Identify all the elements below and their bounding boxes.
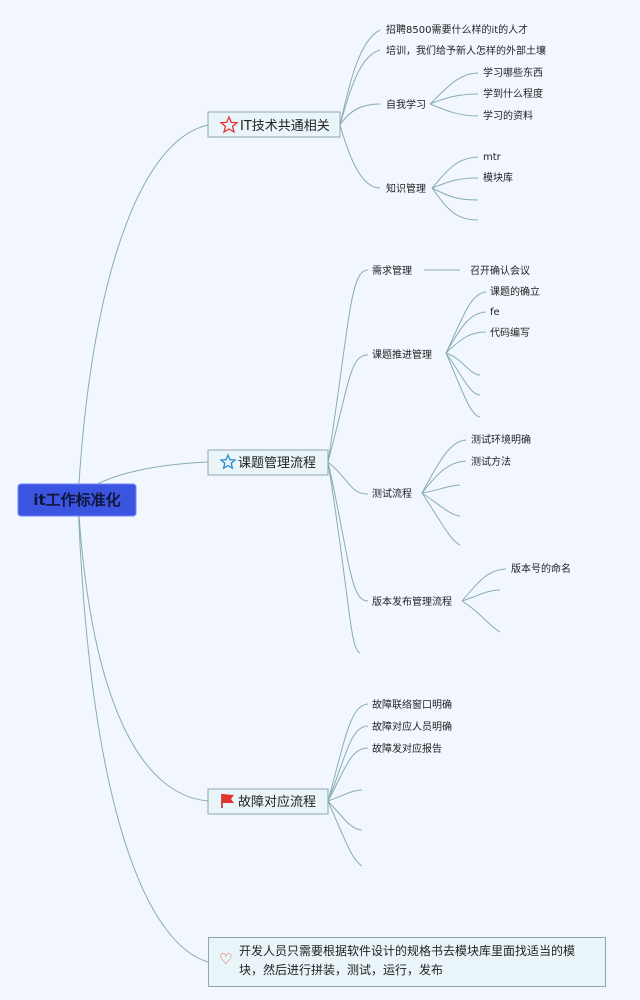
- node-fe[interactable]: fe: [490, 307, 500, 318]
- node-coding[interactable]: 代码编写: [490, 326, 530, 339]
- node-requirement-mgmt[interactable]: 需求管理: [372, 264, 412, 277]
- branch-note[interactable]: ♡ 开发人员只需要根据软件设计的规格书去模块库里面找适当的模块，然后进行拼装，测…: [208, 937, 606, 987]
- red-flag-icon: [221, 794, 234, 808]
- node-fault-contact[interactable]: 故障联络窗口明确: [372, 698, 452, 711]
- node-version-naming[interactable]: 版本号的命名: [511, 562, 571, 575]
- node-project-establish[interactable]: 课题的确立: [490, 285, 540, 298]
- node-study-what[interactable]: 学习哪些东西: [483, 66, 543, 79]
- branch-note-text: 开发人员只需要根据软件设计的规格书去模块库里面找适当的模块，然后进行拼装，测试，…: [239, 944, 576, 977]
- node-project-progress[interactable]: 课题推进管理: [372, 348, 432, 361]
- node-knowledge-mgmt[interactable]: 知识管理: [386, 182, 426, 195]
- node-mtr[interactable]: mtr: [483, 152, 502, 163]
- branch-project-management[interactable]: 课题管理流程: [207, 449, 329, 476]
- heart-outline-icon: ♡: [219, 950, 233, 968]
- node-fault-staff[interactable]: 故障对应人员明确: [372, 720, 452, 733]
- connector-lines: [77, 29, 507, 963]
- node-study-level[interactable]: 学到什么程度: [483, 87, 543, 100]
- central-node[interactable]: it工作标准化: [17, 483, 137, 517]
- star-outline-icon: [219, 115, 239, 134]
- branch-it-common-label: IT技术共通相关: [240, 119, 330, 134]
- node-test-flow[interactable]: 测试流程: [372, 487, 412, 500]
- node-recruit[interactable]: 招聘8500需要什么样的it的人才: [386, 23, 528, 36]
- node-fault-report[interactable]: 故障发对应报告: [372, 742, 442, 755]
- branch-it-common[interactable]: IT技术共通相关: [207, 111, 341, 138]
- node-module-lib[interactable]: 模块库: [483, 171, 513, 184]
- node-test-method[interactable]: 测试方法: [471, 455, 511, 468]
- star-outline-icon: [219, 453, 237, 470]
- connector-central-note: [77, 499, 209, 963]
- node-self-study[interactable]: 自我学习: [386, 98, 426, 111]
- node-test-env[interactable]: 测试环境明确: [471, 433, 531, 446]
- node-study-material[interactable]: 学习的资料: [483, 109, 533, 122]
- connector-central-it: [77, 124, 209, 501]
- branch-fault-handling[interactable]: 故障对应流程: [207, 788, 329, 815]
- branch-project-management-label: 课题管理流程: [238, 456, 316, 471]
- central-node-label: it工作标准化: [33, 491, 120, 509]
- node-training[interactable]: 培训，我们给予新人怎样的外部土壤: [386, 44, 546, 57]
- branch-fault-handling-label: 故障对应流程: [238, 794, 316, 810]
- node-confirm-meeting[interactable]: 召开确认会议: [470, 264, 530, 277]
- connector-central-fault: [77, 499, 209, 802]
- node-release-mgmt[interactable]: 版本发布管理流程: [372, 595, 452, 608]
